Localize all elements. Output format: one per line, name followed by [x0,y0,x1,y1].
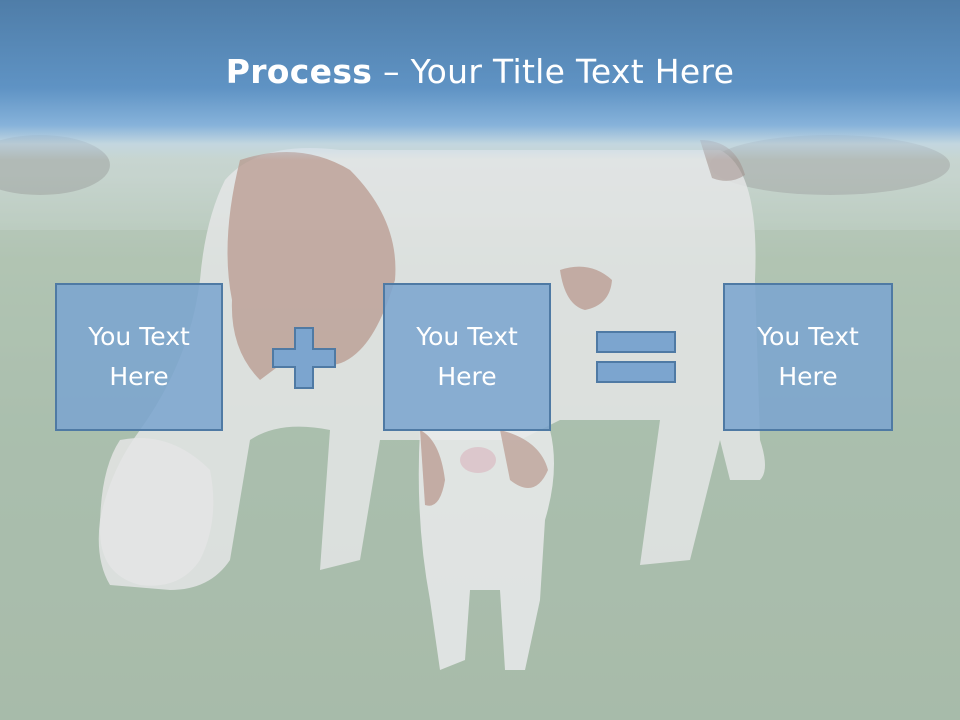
process-box-1[interactable]: You Text Here [55,283,223,431]
title-bold-part: Process [225,52,373,91]
title-band [0,0,960,160]
process-box-3-text: You Text Here [757,322,859,391]
process-box-2[interactable]: You Text Here [383,283,551,431]
process-box-1-text: You Text Here [88,322,190,391]
slide-title: Process – Your Title Text Here [0,52,960,91]
title-regular-part: – Your Title Text Here [372,52,735,91]
plus-icon [272,327,336,389]
process-box-2-text: You Text Here [416,322,518,391]
process-box-3[interactable]: You Text Here [723,283,893,431]
equals-icon [596,331,676,383]
